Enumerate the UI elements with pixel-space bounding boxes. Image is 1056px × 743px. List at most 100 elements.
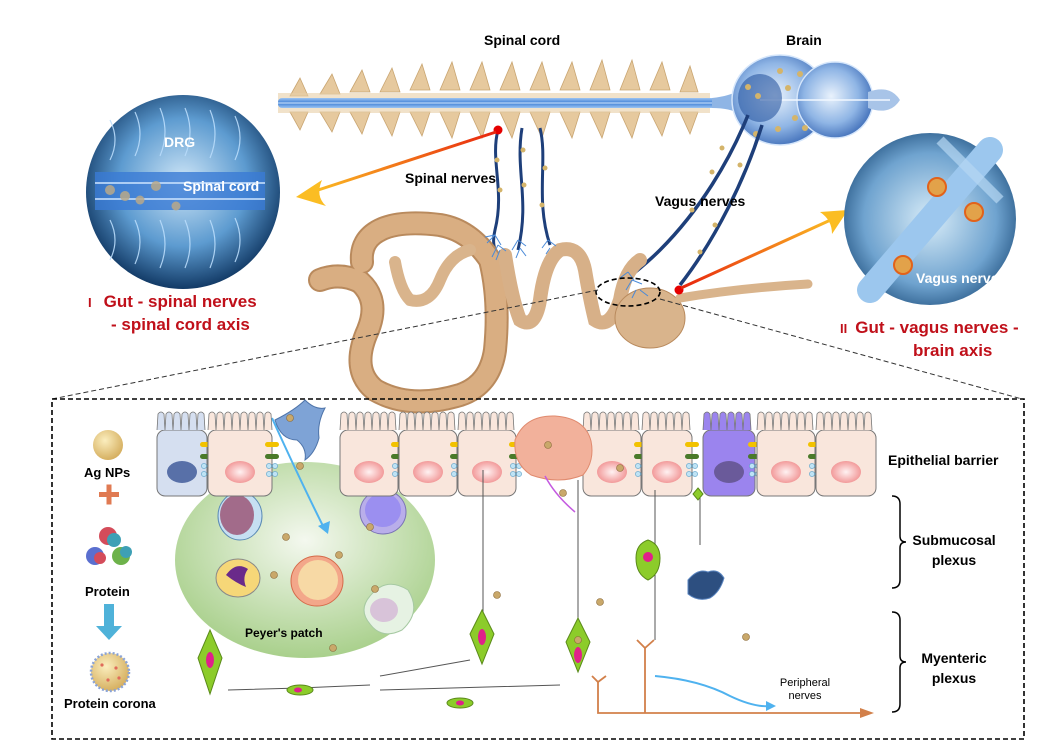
microvilli xyxy=(756,411,814,431)
tight-junction xyxy=(265,454,279,459)
immune-cells xyxy=(215,489,415,635)
nanoparticle xyxy=(296,462,304,470)
submucosal-line1: Submucosal xyxy=(912,532,996,548)
nanoparticle xyxy=(493,591,501,599)
inset-spinal-cord-label: Spinal cord xyxy=(183,178,260,194)
desmosome xyxy=(692,471,698,477)
arrow-down-icon xyxy=(96,604,122,640)
desmosome xyxy=(510,471,516,477)
myenteric-line1: Myenteric xyxy=(921,650,987,666)
inset-vagus-nerve-label: Vagus nerve xyxy=(916,270,999,286)
submucosal-line2: plexus xyxy=(931,552,977,568)
nanoparticle xyxy=(559,489,567,497)
desmosome xyxy=(201,463,207,469)
cell-nucleus xyxy=(771,461,801,483)
desmosome xyxy=(510,463,516,469)
protein-corona-icon xyxy=(89,651,131,693)
peripheral-nerve-lines xyxy=(591,639,860,714)
microvilli xyxy=(339,411,397,431)
arrowhead-left xyxy=(296,180,326,206)
axis-ii-numeral: II xyxy=(840,321,848,336)
nanoparticle xyxy=(286,414,294,422)
desmosome xyxy=(749,463,755,469)
protein-corona-label: Protein corona xyxy=(64,696,156,711)
tight-junction xyxy=(685,442,699,447)
cell-nucleus xyxy=(652,461,682,483)
microvilli xyxy=(815,411,873,431)
desmosome xyxy=(635,463,641,469)
cell-nucleus xyxy=(831,461,861,483)
peripheral-line1: Peripheral xyxy=(779,677,831,689)
axis-i-numeral: I xyxy=(88,295,92,310)
cell-nucleus xyxy=(714,461,744,483)
desmosome xyxy=(266,463,272,469)
peripheral-signal-arrow xyxy=(654,675,773,708)
axis-i-line1: I Gut - spinal nerves xyxy=(88,291,257,313)
desmosome xyxy=(749,471,755,477)
microvilli xyxy=(207,411,273,431)
desmosome xyxy=(451,471,457,477)
axis-i-title: Gut - spinal nerves xyxy=(103,292,257,311)
spinal-cord-title: Spinal cord xyxy=(484,32,561,48)
submucosal-plexus-label: Submucosal plexus xyxy=(912,530,996,570)
desmosome xyxy=(516,471,522,477)
spinal-cord-inset xyxy=(86,95,280,289)
drg-label: DRG xyxy=(164,134,196,150)
desmosome xyxy=(201,471,207,477)
nanoparticle xyxy=(371,585,379,593)
brain-title: Brain xyxy=(786,32,822,48)
desmosome xyxy=(686,471,692,477)
spinal-nerves-label: Spinal nerves xyxy=(405,170,497,186)
desmosome xyxy=(809,471,815,477)
axis-ii-line2: brain axis xyxy=(913,341,993,360)
cell-nucleus xyxy=(354,461,384,483)
nanoparticle xyxy=(544,441,552,449)
gut-illustration xyxy=(308,211,813,414)
desmosome xyxy=(686,463,692,469)
arrow-to-spinal-inset xyxy=(311,130,497,194)
green-neurons xyxy=(197,487,704,709)
microvilli xyxy=(702,411,752,431)
myenteric-brace xyxy=(891,611,907,713)
enteroendocrine-cell xyxy=(514,415,593,481)
nanoparticle-flames xyxy=(893,177,984,275)
spinal-nerves xyxy=(492,127,552,261)
spinal-cord-illustration xyxy=(278,58,740,140)
glial-cell xyxy=(687,570,725,600)
desmosome xyxy=(392,463,398,469)
nanoparticle xyxy=(282,533,290,541)
axis-i-line2: - spinal cord axis xyxy=(111,315,250,334)
desmosome xyxy=(451,463,457,469)
nanoparticle xyxy=(742,633,750,641)
desmosome xyxy=(272,471,278,477)
vagus-nerves-label: Vagus nerves xyxy=(655,193,746,209)
brain-illustration xyxy=(731,54,900,146)
protein-icon xyxy=(86,527,132,565)
plus-icon xyxy=(99,484,119,505)
vagus-nerve-inset xyxy=(844,133,1016,305)
desmosome xyxy=(266,471,272,477)
nanoparticle xyxy=(574,636,582,644)
nanoparticle xyxy=(270,571,278,579)
tight-junction xyxy=(265,442,279,447)
arrow-to-vagus-inset xyxy=(680,216,836,290)
ag-np-icon xyxy=(93,430,123,460)
microvilli xyxy=(582,411,640,431)
nanoparticle xyxy=(366,523,374,531)
desmosome xyxy=(272,463,278,469)
nanoparticle xyxy=(616,464,624,472)
submucosal-brace xyxy=(891,495,907,589)
tight-junction xyxy=(685,454,699,459)
arrowhead-right xyxy=(820,210,848,234)
nanoparticle xyxy=(329,644,337,652)
peripheral-line2: nerves xyxy=(788,690,822,702)
protein-label: Protein xyxy=(85,584,130,599)
cell-nucleus xyxy=(225,461,255,483)
nerve-branches xyxy=(484,234,649,299)
microvilli xyxy=(398,411,456,431)
region-of-interest-ellipse xyxy=(595,277,661,307)
desmosome xyxy=(809,463,815,469)
